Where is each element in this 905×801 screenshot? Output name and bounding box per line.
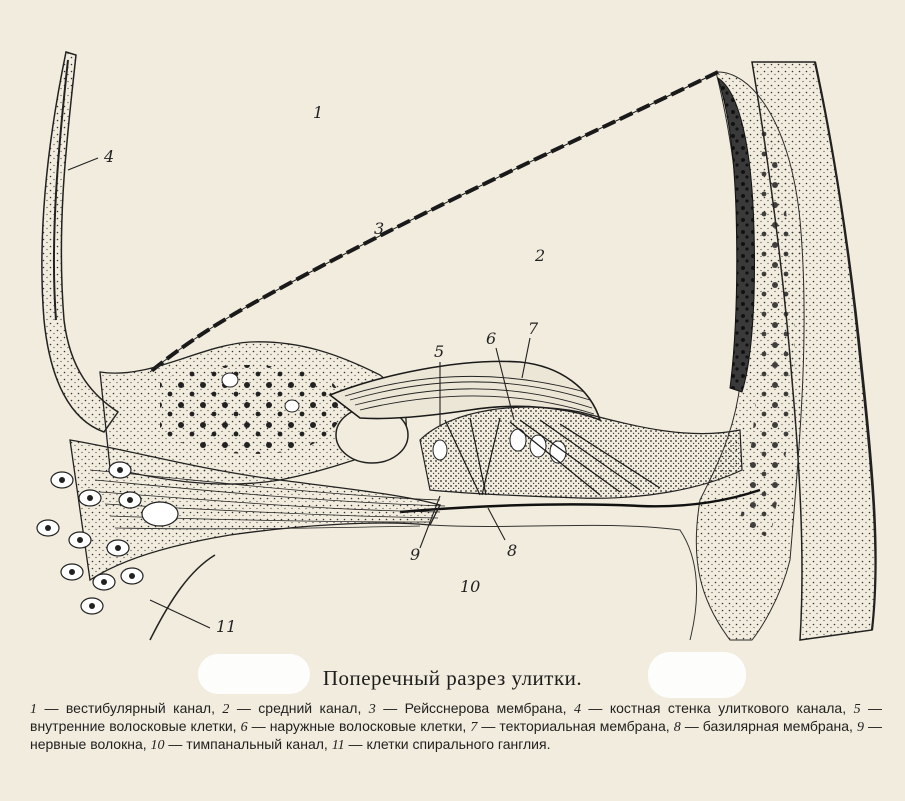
limbus-cell-a [222, 373, 238, 387]
legend-num-11: 11 [332, 738, 345, 753]
legend-text-3: — Рейсснерова мембрана, [376, 700, 574, 716]
legend-text-7: — текториальная мембрана, [477, 718, 673, 734]
label-11: 11 [216, 617, 236, 636]
legend-text-10: — тимпанальный канал, [165, 736, 332, 752]
label-6: 6 [486, 329, 496, 348]
limbus-dots [160, 365, 342, 454]
legend-text-11: — клетки спирального ганглия. [345, 736, 551, 752]
reissner-membrane-outline [150, 72, 718, 372]
label-8: 8 [507, 541, 517, 560]
label-7: 7 [528, 319, 539, 338]
legend-text-8: — базилярная мембрана, [681, 718, 857, 734]
legend-num-4: 4 [574, 702, 581, 717]
label-2: 2 [534, 246, 545, 265]
modiolus-edge [150, 555, 215, 640]
cochlea-cross-section-diagram: 1 2 3 4 5 6 7 8 9 10 11 [0, 0, 905, 660]
label-4: 4 [103, 147, 114, 166]
legend-text-6: — наружные волосковые клетки, [248, 718, 471, 734]
label-1: 1 [313, 103, 323, 122]
label-5: 5 [434, 342, 444, 361]
figure-caption-title: Поперечный разрез улитки. [0, 666, 905, 691]
legend-num-8: 8 [674, 720, 681, 735]
legend-text-4: — костная стенка улиткового канала, [581, 700, 854, 716]
legend-num-3: 3 [369, 702, 376, 717]
label-10: 10 [460, 577, 480, 596]
leader-8 [488, 508, 505, 540]
reissner-membrane [150, 72, 718, 372]
legend-num-6: 6 [241, 720, 248, 735]
limbus-cell-b [285, 400, 299, 412]
legend-num-5: 5 [854, 702, 861, 717]
organ-of-corti [420, 407, 742, 498]
legend-num-9: 9 [857, 720, 864, 735]
leader-4 [68, 158, 98, 170]
legend-num-10: 10 [151, 738, 165, 753]
legend-text-1: — вестибулярный канал, [37, 700, 222, 716]
legend-text-2: — средний канал, [229, 700, 368, 716]
label-9: 9 [410, 545, 420, 564]
legend-num-1: 1 [30, 702, 37, 717]
figure-legend: 1 — вестибулярный канал, 2 — средний кан… [30, 700, 882, 754]
label-3: 3 [374, 219, 384, 238]
